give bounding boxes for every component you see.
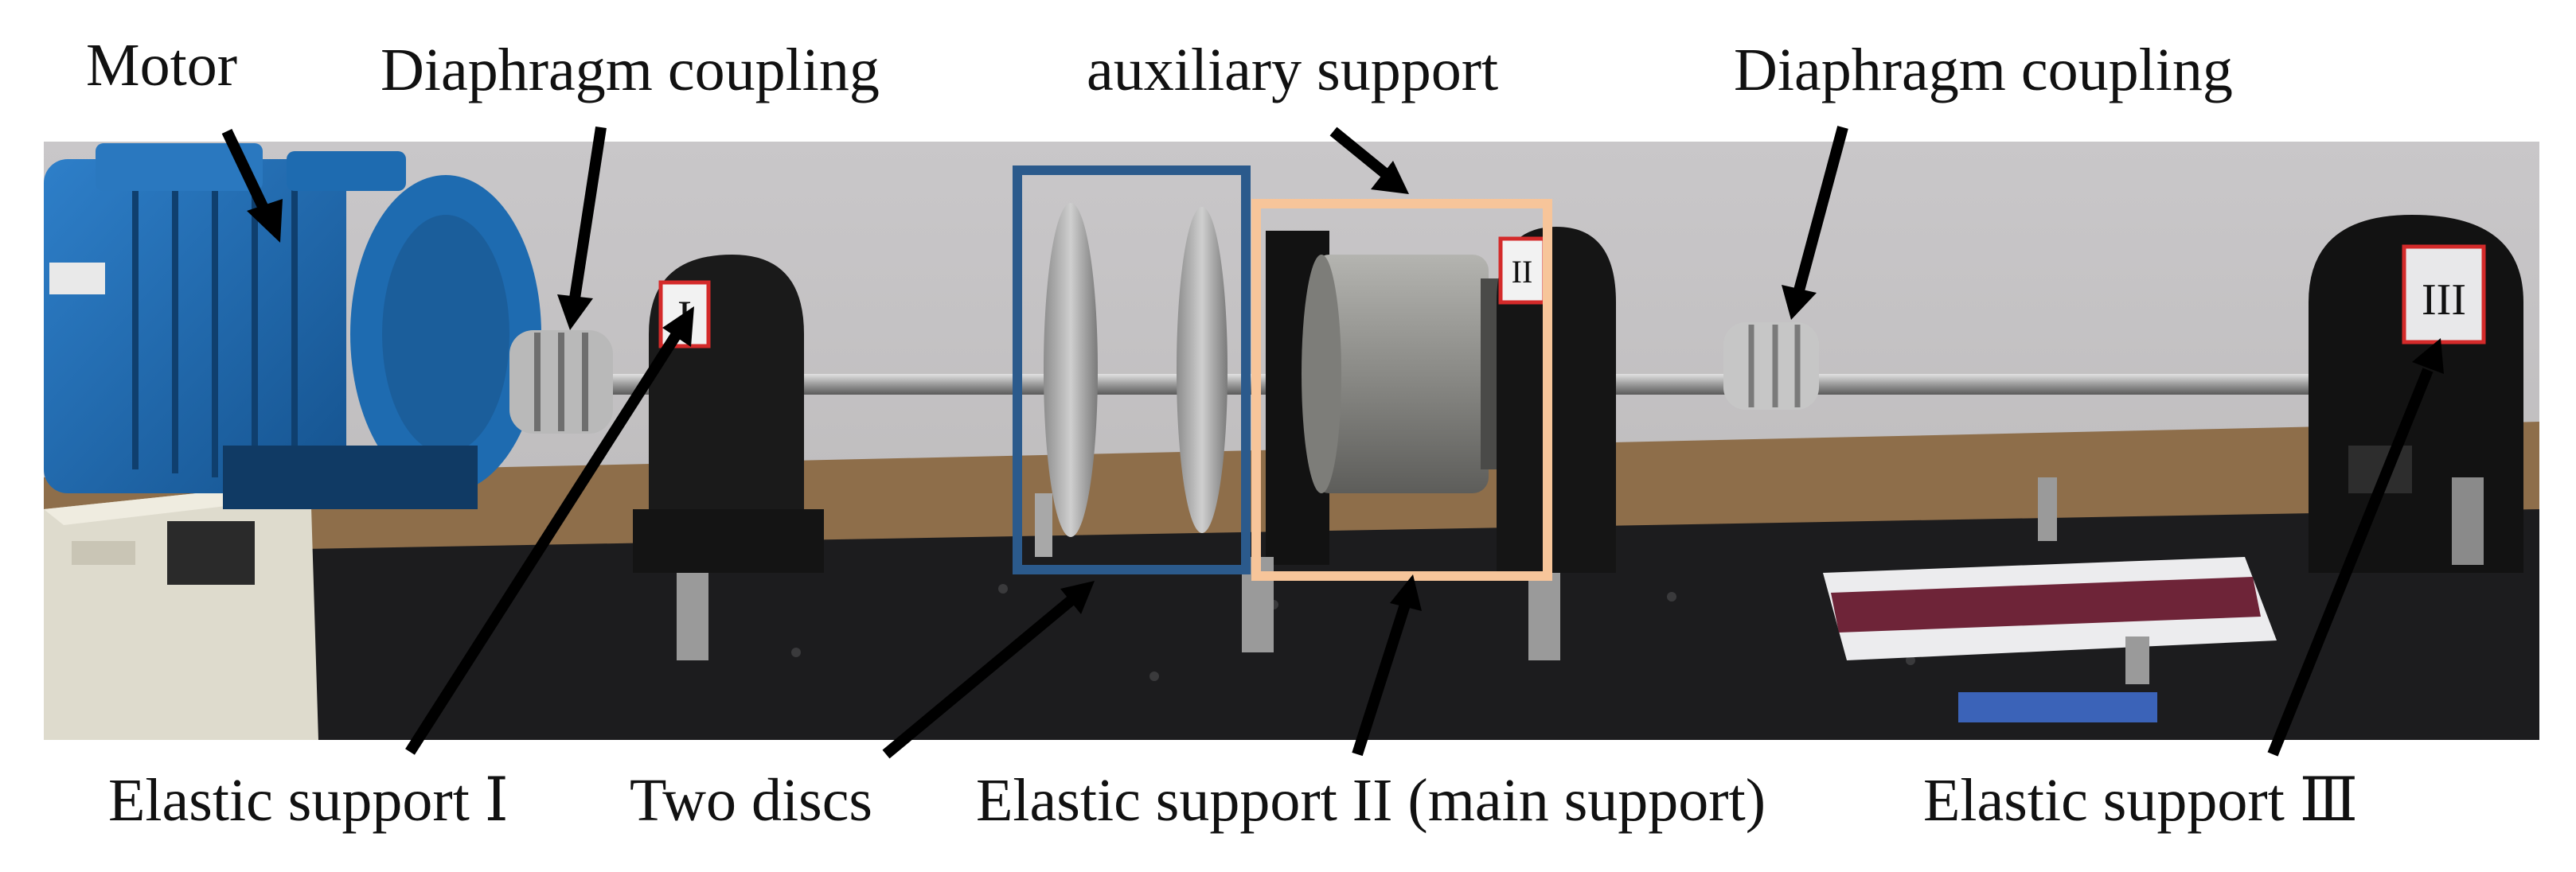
two-discs: [1035, 203, 1228, 557]
label-diaphragm-coupling-left: Diaphragm coupling: [381, 37, 880, 103]
label-elastic-support-3: Elastic support Ⅲ: [1923, 767, 2359, 834]
label-diaphragm-coupling-right: Diaphragm coupling: [1734, 37, 2233, 103]
support-2-mark: II: [1512, 254, 1533, 290]
controller-box: [44, 481, 334, 740]
discs-highlight-box: [1013, 165, 1251, 574]
auxiliary-support-unit: [1266, 231, 1512, 565]
support-3-mark: III: [2422, 275, 2466, 325]
elastic-support-2: II: [1242, 227, 1616, 660]
motor: [44, 143, 541, 509]
label-elastic-support-1: Elastic support Ⅰ: [108, 767, 509, 834]
label-motor: Motor: [86, 32, 237, 99]
nameplate: [1823, 477, 2277, 722]
diaphragm-coupling-left: [509, 330, 613, 434]
label-auxiliary-support: auxiliary support: [1087, 37, 1499, 103]
auxiliary-support-highlight-box: [1251, 199, 1552, 581]
label-elastic-support-2: Elastic support II (main support): [976, 767, 1766, 834]
diaphragm-coupling-right: [1723, 322, 1819, 410]
label-two-discs: Two discs: [630, 767, 873, 834]
annotation-arrows: [221, 126, 2444, 759]
